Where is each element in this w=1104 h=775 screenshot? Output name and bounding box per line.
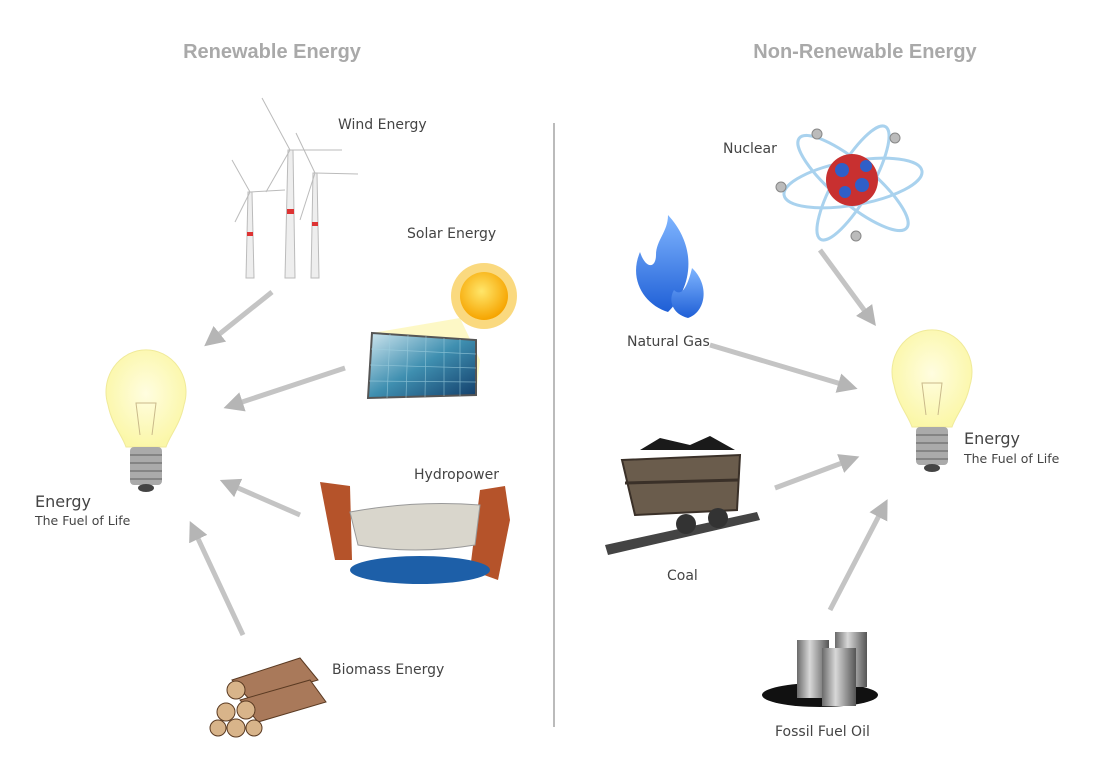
lightbulb-icon bbox=[891, 329, 973, 472]
arrow-coal bbox=[774, 454, 860, 491]
arrow-solar bbox=[223, 365, 346, 412]
gas-flame-icon bbox=[636, 215, 704, 318]
label-biomass: Biomass Energy bbox=[332, 662, 444, 678]
logs-icon bbox=[209, 657, 327, 738]
left-energy-subtitle: The Fuel of Life bbox=[34, 513, 131, 528]
arrow-gas bbox=[709, 342, 858, 393]
non-renewable-heading: Non-Renewable Energy bbox=[753, 41, 977, 63]
solar-panel-icon bbox=[366, 318, 480, 400]
label-solar: Solar Energy bbox=[407, 226, 496, 242]
lightbulb-icon bbox=[105, 349, 187, 492]
label-coal: Coal bbox=[667, 568, 698, 584]
coal-cart-icon bbox=[605, 436, 760, 555]
arrow-oil bbox=[827, 499, 888, 612]
arrow-nuclear bbox=[817, 248, 876, 327]
label-hydro: Hydropower bbox=[414, 467, 499, 483]
sun-icon bbox=[451, 263, 517, 329]
wind-turbine-icon bbox=[231, 97, 359, 279]
label-wind: Wind Energy bbox=[338, 117, 427, 133]
atom-icon bbox=[775, 124, 924, 242]
arrow-wind bbox=[204, 290, 274, 347]
oil-barrels-icon bbox=[762, 632, 878, 707]
right-energy-subtitle: The Fuel of Life bbox=[963, 451, 1060, 466]
arrows bbox=[189, 248, 888, 637]
hydropower-dam-icon bbox=[320, 482, 510, 584]
renewable-heading: Renewable Energy bbox=[183, 41, 362, 63]
label-fossil-fuel-oil: Fossil Fuel Oil bbox=[775, 724, 870, 740]
label-nuclear: Nuclear bbox=[723, 141, 777, 157]
right-energy-title: Energy bbox=[964, 429, 1020, 448]
arrow-biomass bbox=[189, 520, 246, 637]
left-energy-title: Energy bbox=[35, 492, 91, 511]
arrow-hydro bbox=[219, 478, 302, 518]
label-natural-gas: Natural Gas bbox=[627, 334, 710, 350]
